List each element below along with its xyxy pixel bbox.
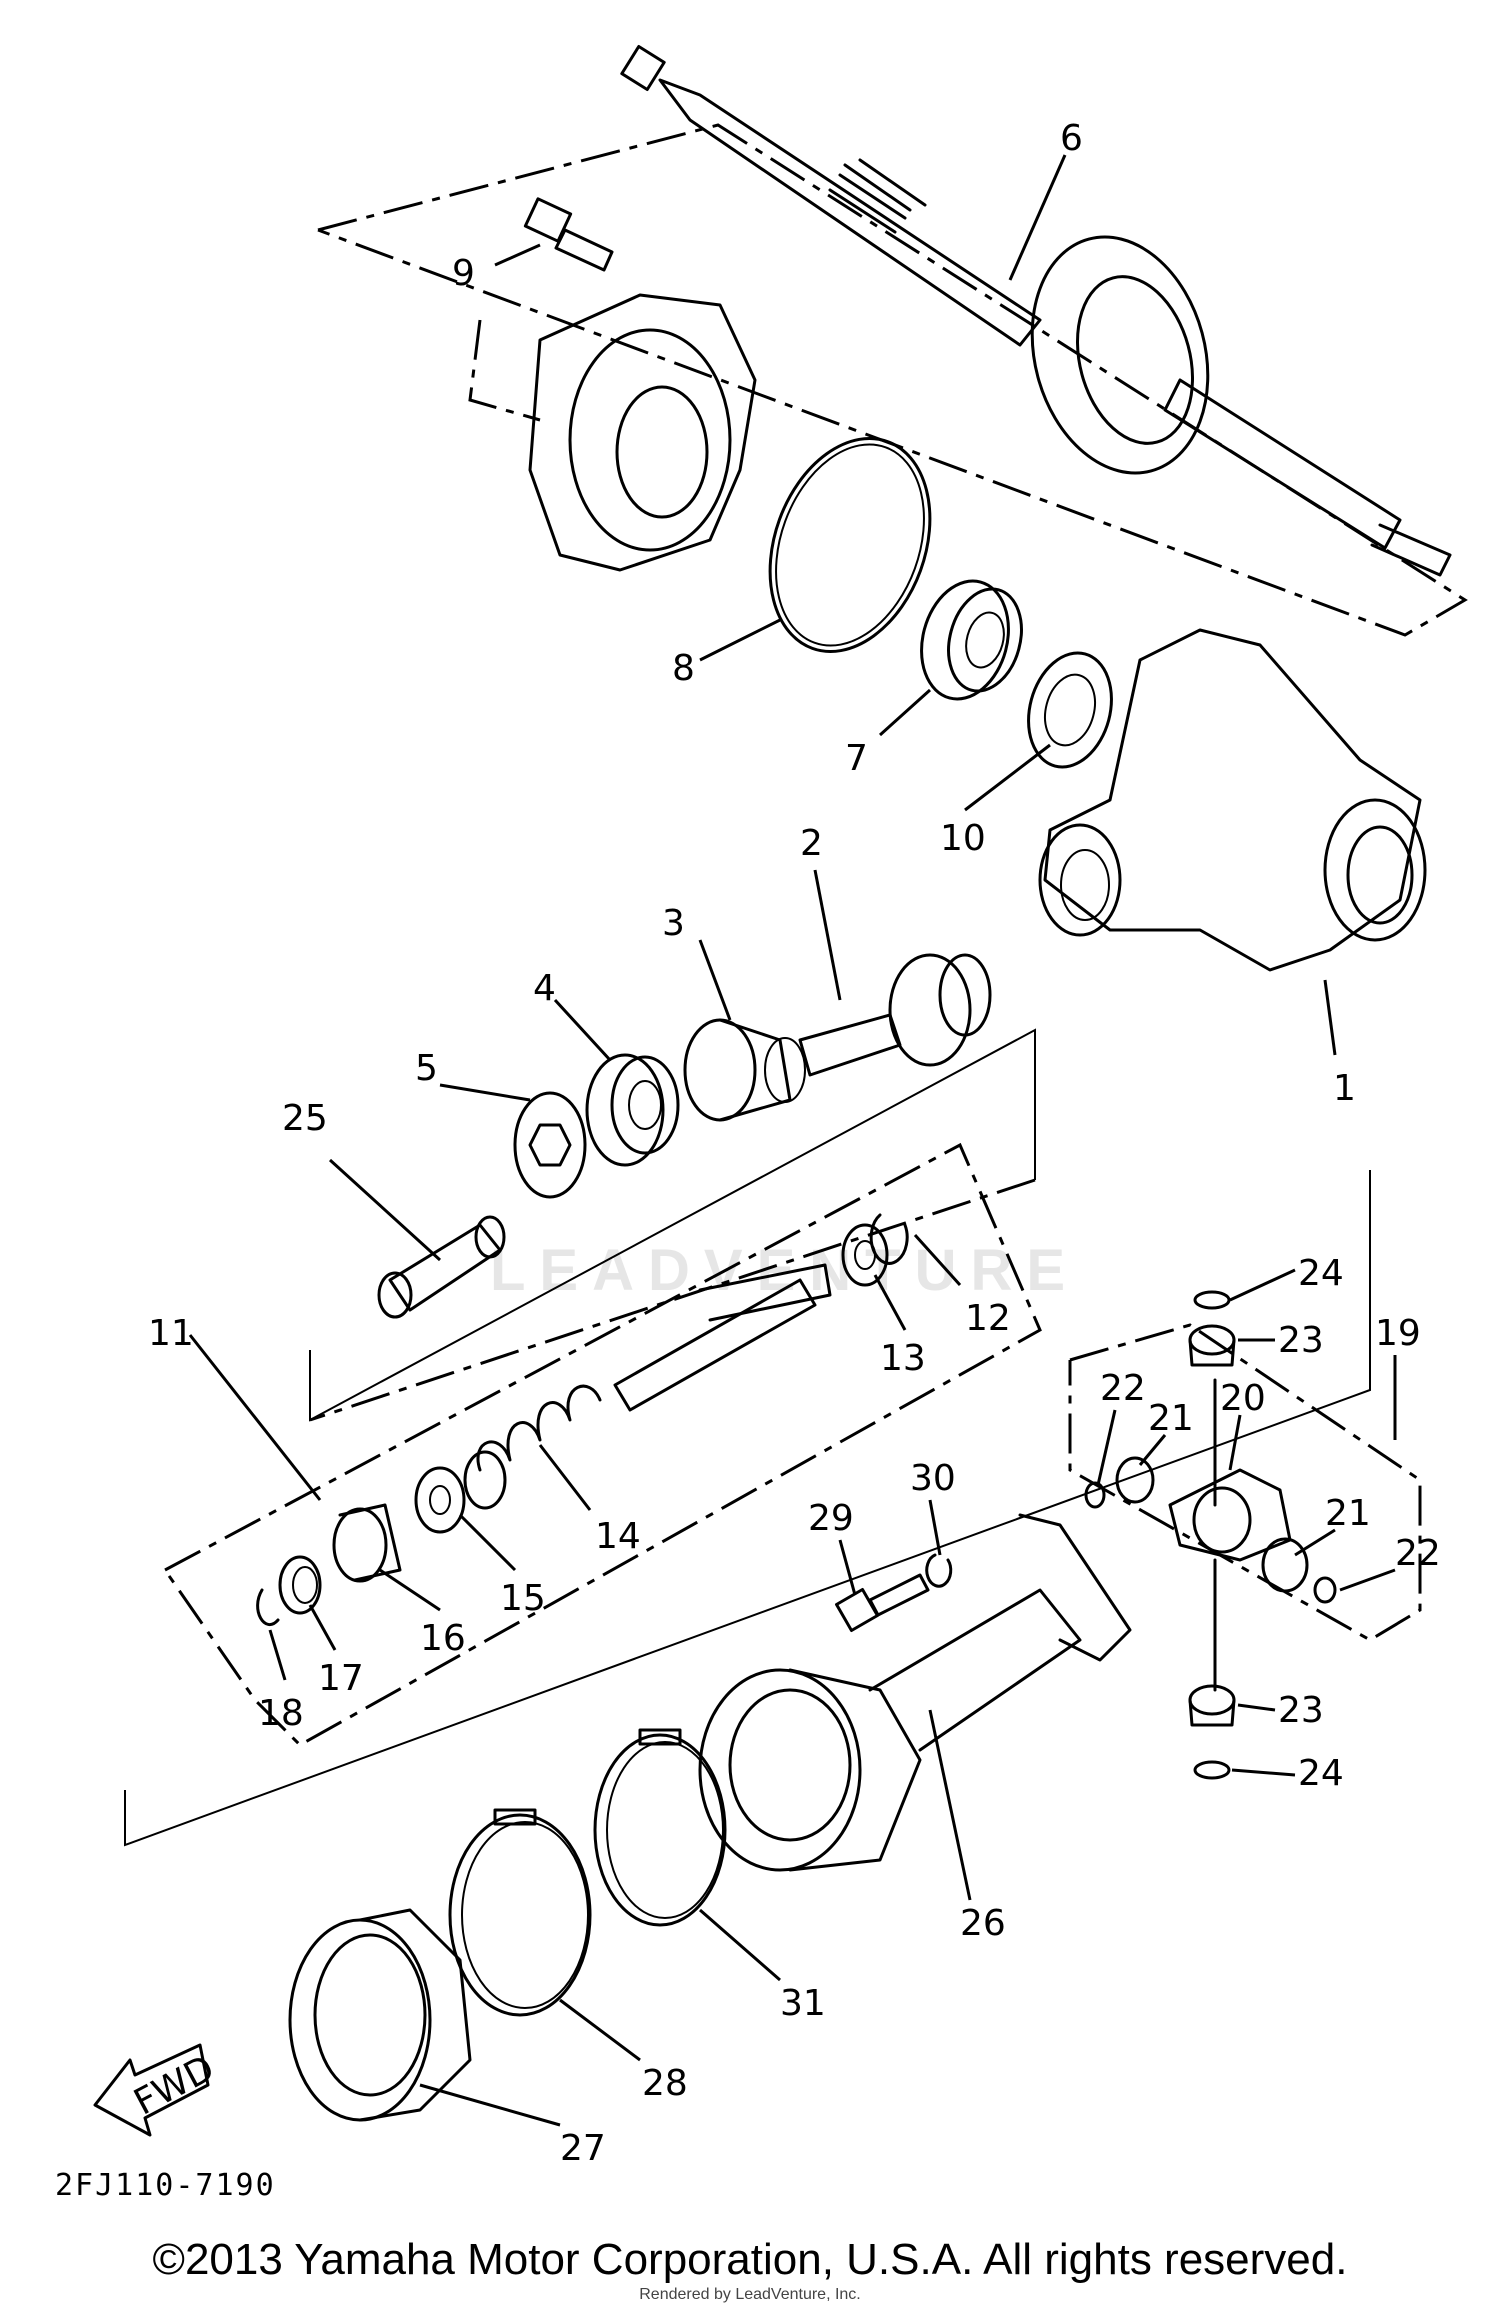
callout-4: 4	[533, 968, 556, 1009]
callout-27: 29	[808, 1498, 854, 1539]
final-gear-case	[1038, 628, 1427, 972]
nut-5	[513, 1091, 587, 1199]
coupling-16	[332, 1503, 402, 1583]
rear-axle-shaft	[620, 44, 1452, 577]
callout-23-top: 23	[1278, 1320, 1324, 1361]
collar-17	[278, 1555, 322, 1615]
spacer-25	[377, 1215, 506, 1319]
o-ring-8	[768, 436, 932, 654]
clip-22-right	[1313, 1576, 1337, 1604]
diagram-code: 2FJ110-7190	[55, 2168, 276, 2203]
middle-drive-shaft	[613, 1263, 832, 1412]
bolt-27	[835, 1573, 930, 1632]
callout-29: 27	[560, 2128, 606, 2169]
washer-13	[841, 1223, 889, 1287]
leader-lines	[188, 154, 1397, 2127]
pinion-gear-2	[798, 953, 992, 1077]
callout-18: 18	[258, 1693, 304, 1734]
callout-2: 2	[800, 823, 823, 864]
fwd-label: FWD	[128, 2048, 221, 2124]
callout-22-right: 22	[1395, 1533, 1441, 1574]
callout-3: 3	[662, 903, 685, 944]
callout-10: 10	[940, 818, 986, 859]
callout-6: 6	[1060, 118, 1083, 159]
oil-seal-10	[1027, 651, 1113, 769]
bearing-cup-21-left	[1115, 1456, 1155, 1504]
callout-17: 17	[318, 1658, 364, 1699]
callout-22-left: 22	[1100, 1368, 1146, 1409]
clip-22-left	[1084, 1481, 1106, 1509]
callout-1: 1	[1333, 1068, 1356, 1109]
middle-group-outline	[309, 1028, 1036, 1422]
bearing-cup-23-top	[1188, 1324, 1236, 1367]
callout-23-bottom: 23	[1278, 1690, 1324, 1731]
callout-13: 13	[880, 1338, 926, 1379]
forward-arrow-icon: FWD	[93, 2043, 221, 2137]
bearing-7	[920, 579, 1023, 701]
washer-15	[414, 1466, 466, 1534]
watermark: LEADVENTURE	[490, 1238, 1079, 1303]
callout-11: 11	[148, 1313, 194, 1354]
callout-28: 30	[910, 1458, 956, 1499]
spring-14	[463, 1384, 602, 1510]
boot-29	[288, 1908, 472, 2122]
callout-31: 31	[780, 1983, 826, 2024]
callout-20: 20	[1220, 1378, 1266, 1419]
callout-19: 19	[1375, 1313, 1421, 1354]
washer-28	[925, 1553, 953, 1588]
callout-30: 28	[642, 2063, 688, 2104]
clamp-30	[448, 1808, 592, 2017]
callout-25: 25	[282, 1098, 328, 1139]
callout-14: 14	[595, 1516, 641, 1557]
bearing-cup-21-right	[1261, 1537, 1309, 1593]
callout-24-bottom: 24	[1298, 1753, 1344, 1794]
top-group-outline	[317, 123, 1468, 637]
bearing-4	[585, 1053, 680, 1167]
callout-7: 7	[845, 738, 868, 779]
housing-group-outline	[124, 1170, 1371, 1847]
rendered-by-credit: Rendered by LeadVenture, Inc.	[639, 2286, 861, 2303]
callout-15: 15	[500, 1578, 546, 1619]
callout-12: 12	[965, 1298, 1011, 1339]
part-number-callouts: 6 9 8 7 10 1 2 3 4 5 25 11 12 13 14 15 1…	[148, 118, 1441, 2169]
callout-8: 8	[672, 648, 695, 689]
copyright-notice: ©2013 Yamaha Motor Corporation, U.S.A. A…	[152, 2235, 1348, 2284]
clip-24-top	[1193, 1290, 1231, 1310]
callout-9: 9	[452, 253, 475, 294]
collar-3	[683, 1018, 806, 1122]
clip-24-bottom	[1193, 1760, 1231, 1780]
bolt-9	[523, 197, 614, 272]
callout-21-left: 21	[1148, 1398, 1194, 1439]
clip-18	[256, 1588, 280, 1627]
final-drive-cover	[468, 293, 757, 572]
callout-26: 26	[960, 1903, 1006, 1944]
universal-joint-outline-19	[1068, 1323, 1422, 1642]
shaft-assembly-outline-11	[163, 1142, 1042, 1747]
callout-21-right: 21	[1325, 1493, 1371, 1534]
drive-shaft-housing-26	[698, 1513, 1132, 1872]
bearing-cup-23-bottom	[1188, 1684, 1236, 1727]
clamp-31	[593, 1728, 727, 1927]
callout-16: 16	[420, 1618, 466, 1659]
callout-24-top: 24	[1298, 1253, 1344, 1294]
callout-5: 5	[415, 1048, 438, 1089]
